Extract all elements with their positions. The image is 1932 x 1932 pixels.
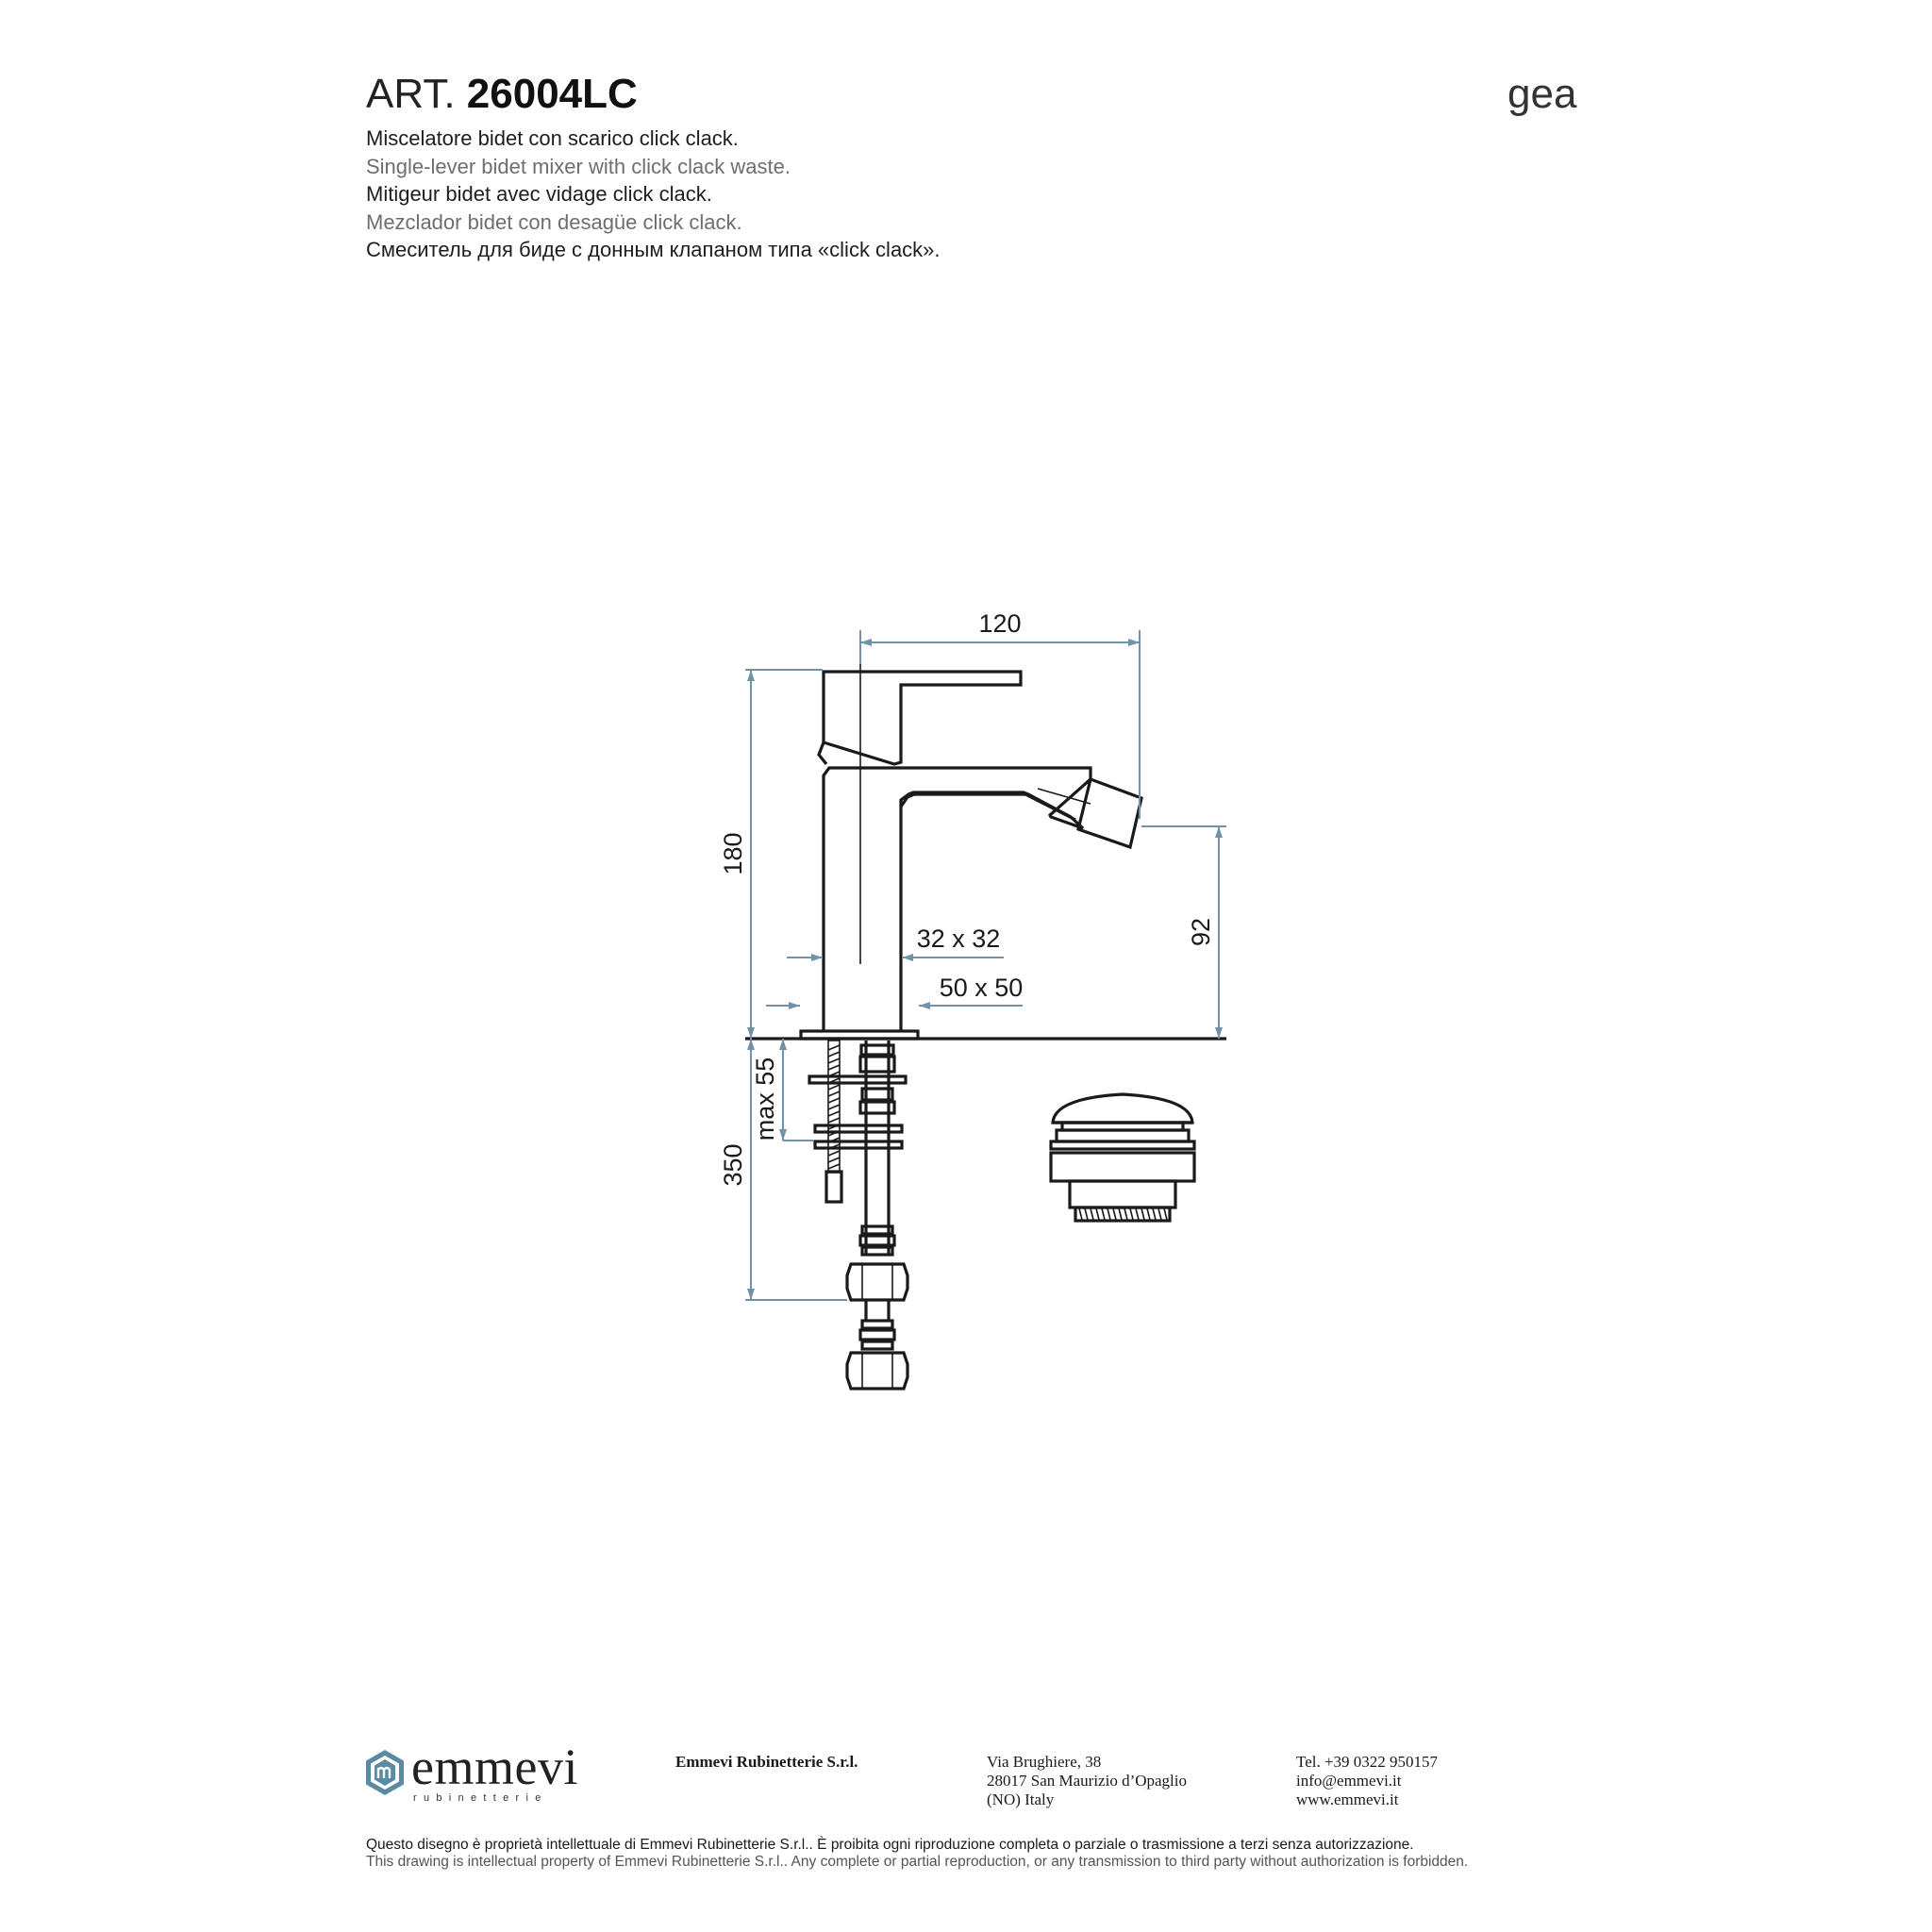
dimension-deck-thickness-label: max 55 bbox=[751, 1058, 779, 1141]
emmevi-hexagon-logo-icon bbox=[366, 1750, 404, 1795]
article-prefix: ART. bbox=[366, 71, 456, 117]
dimension-height-label: 180 bbox=[719, 832, 747, 874]
description-fr: Mitigeur bidet avec vidage click clack. bbox=[366, 182, 712, 206]
address-line: 28017 San Maurizio d’Opaglio bbox=[987, 1772, 1187, 1790]
dimension-base-section-label: 50 x 50 bbox=[940, 974, 1024, 1002]
dimension-body-section-label: 32 x 32 bbox=[917, 924, 1001, 953]
company-contact: Tel. +39 0322 950157 info@emmevi.it www.… bbox=[1296, 1753, 1438, 1809]
faucet-lever bbox=[822, 670, 1023, 766]
faucet-body bbox=[822, 766, 1092, 1031]
article-code: 26004LC bbox=[466, 71, 638, 117]
base-plate bbox=[799, 1029, 920, 1041]
address-line: (NO) Italy bbox=[987, 1790, 1055, 1808]
contact-phone: Tel. +39 0322 950157 bbox=[1296, 1753, 1439, 1771]
company-address: Via Brughiere, 38 28017 San Maurizio d’O… bbox=[987, 1753, 1187, 1809]
dimension-width-label: 120 bbox=[978, 609, 1021, 638]
spout-detail-line bbox=[1037, 788, 1091, 805]
product-descriptions: Miscelatore bidet con scarico click clac… bbox=[366, 125, 941, 264]
dimension-body-section: 32 x 32 bbox=[787, 924, 1004, 961]
description-en: Single-lever bidet mixer with click clac… bbox=[366, 154, 791, 178]
dimension-hose-length: 350 bbox=[719, 1039, 847, 1301]
spout-aerator bbox=[1076, 776, 1143, 850]
click-clack-waste bbox=[1049, 1092, 1196, 1223]
fixing-rod bbox=[824, 1040, 843, 1204]
dimension-spout-height-label: 92 bbox=[1187, 918, 1215, 946]
contact-email: info@emmevi.it bbox=[1296, 1772, 1402, 1790]
legal-notice-en: This drawing is intellectual property of… bbox=[366, 1854, 1469, 1870]
collection-name: gea bbox=[1507, 71, 1577, 117]
dimension-deck-thickness: max 55 bbox=[751, 1039, 813, 1141]
spout-outline bbox=[899, 792, 1076, 822]
dimension-spout-height: 92 bbox=[1141, 825, 1226, 1039]
dimension-base-section: 50 x 50 bbox=[766, 974, 1024, 1009]
address-line: Via Brughiere, 38 bbox=[987, 1753, 1102, 1771]
flexible-hose bbox=[845, 1041, 909, 1391]
lever-cartridge bbox=[817, 741, 828, 765]
dimension-hose-length-label: 350 bbox=[719, 1143, 747, 1186]
description-ru: Смеситель для биде с донным клапаном тип… bbox=[366, 238, 941, 261]
description-es: Mezclador bidet con desagüe click clack. bbox=[366, 209, 742, 234]
fixing-nut-plate bbox=[813, 1140, 904, 1150]
legal-notice: Questo disegno è proprietà intellettuale… bbox=[366, 1837, 1468, 1871]
article-number: ART. 26004LC bbox=[366, 70, 638, 119]
logo-word: emmevi bbox=[411, 1739, 578, 1795]
company-name: Emmevi Rubinetterie S.r.l. bbox=[675, 1753, 858, 1771]
legal-notice-it: Questo disegno è proprietà intellettuale… bbox=[366, 1837, 1414, 1853]
emmevi-logo: emmevi rubinetterie bbox=[364, 1740, 600, 1806]
contact-website: www.emmevi.it bbox=[1296, 1790, 1399, 1808]
description-it: Miscelatore bidet con scarico click clac… bbox=[366, 126, 739, 150]
dimension-height: 180 bbox=[719, 669, 823, 1039]
logo-sub: rubinetterie bbox=[413, 1792, 548, 1804]
fixing-washer-mid bbox=[813, 1124, 904, 1134]
fixing-washer-top bbox=[808, 1074, 908, 1085]
dimension-width: 120 bbox=[859, 609, 1141, 819]
